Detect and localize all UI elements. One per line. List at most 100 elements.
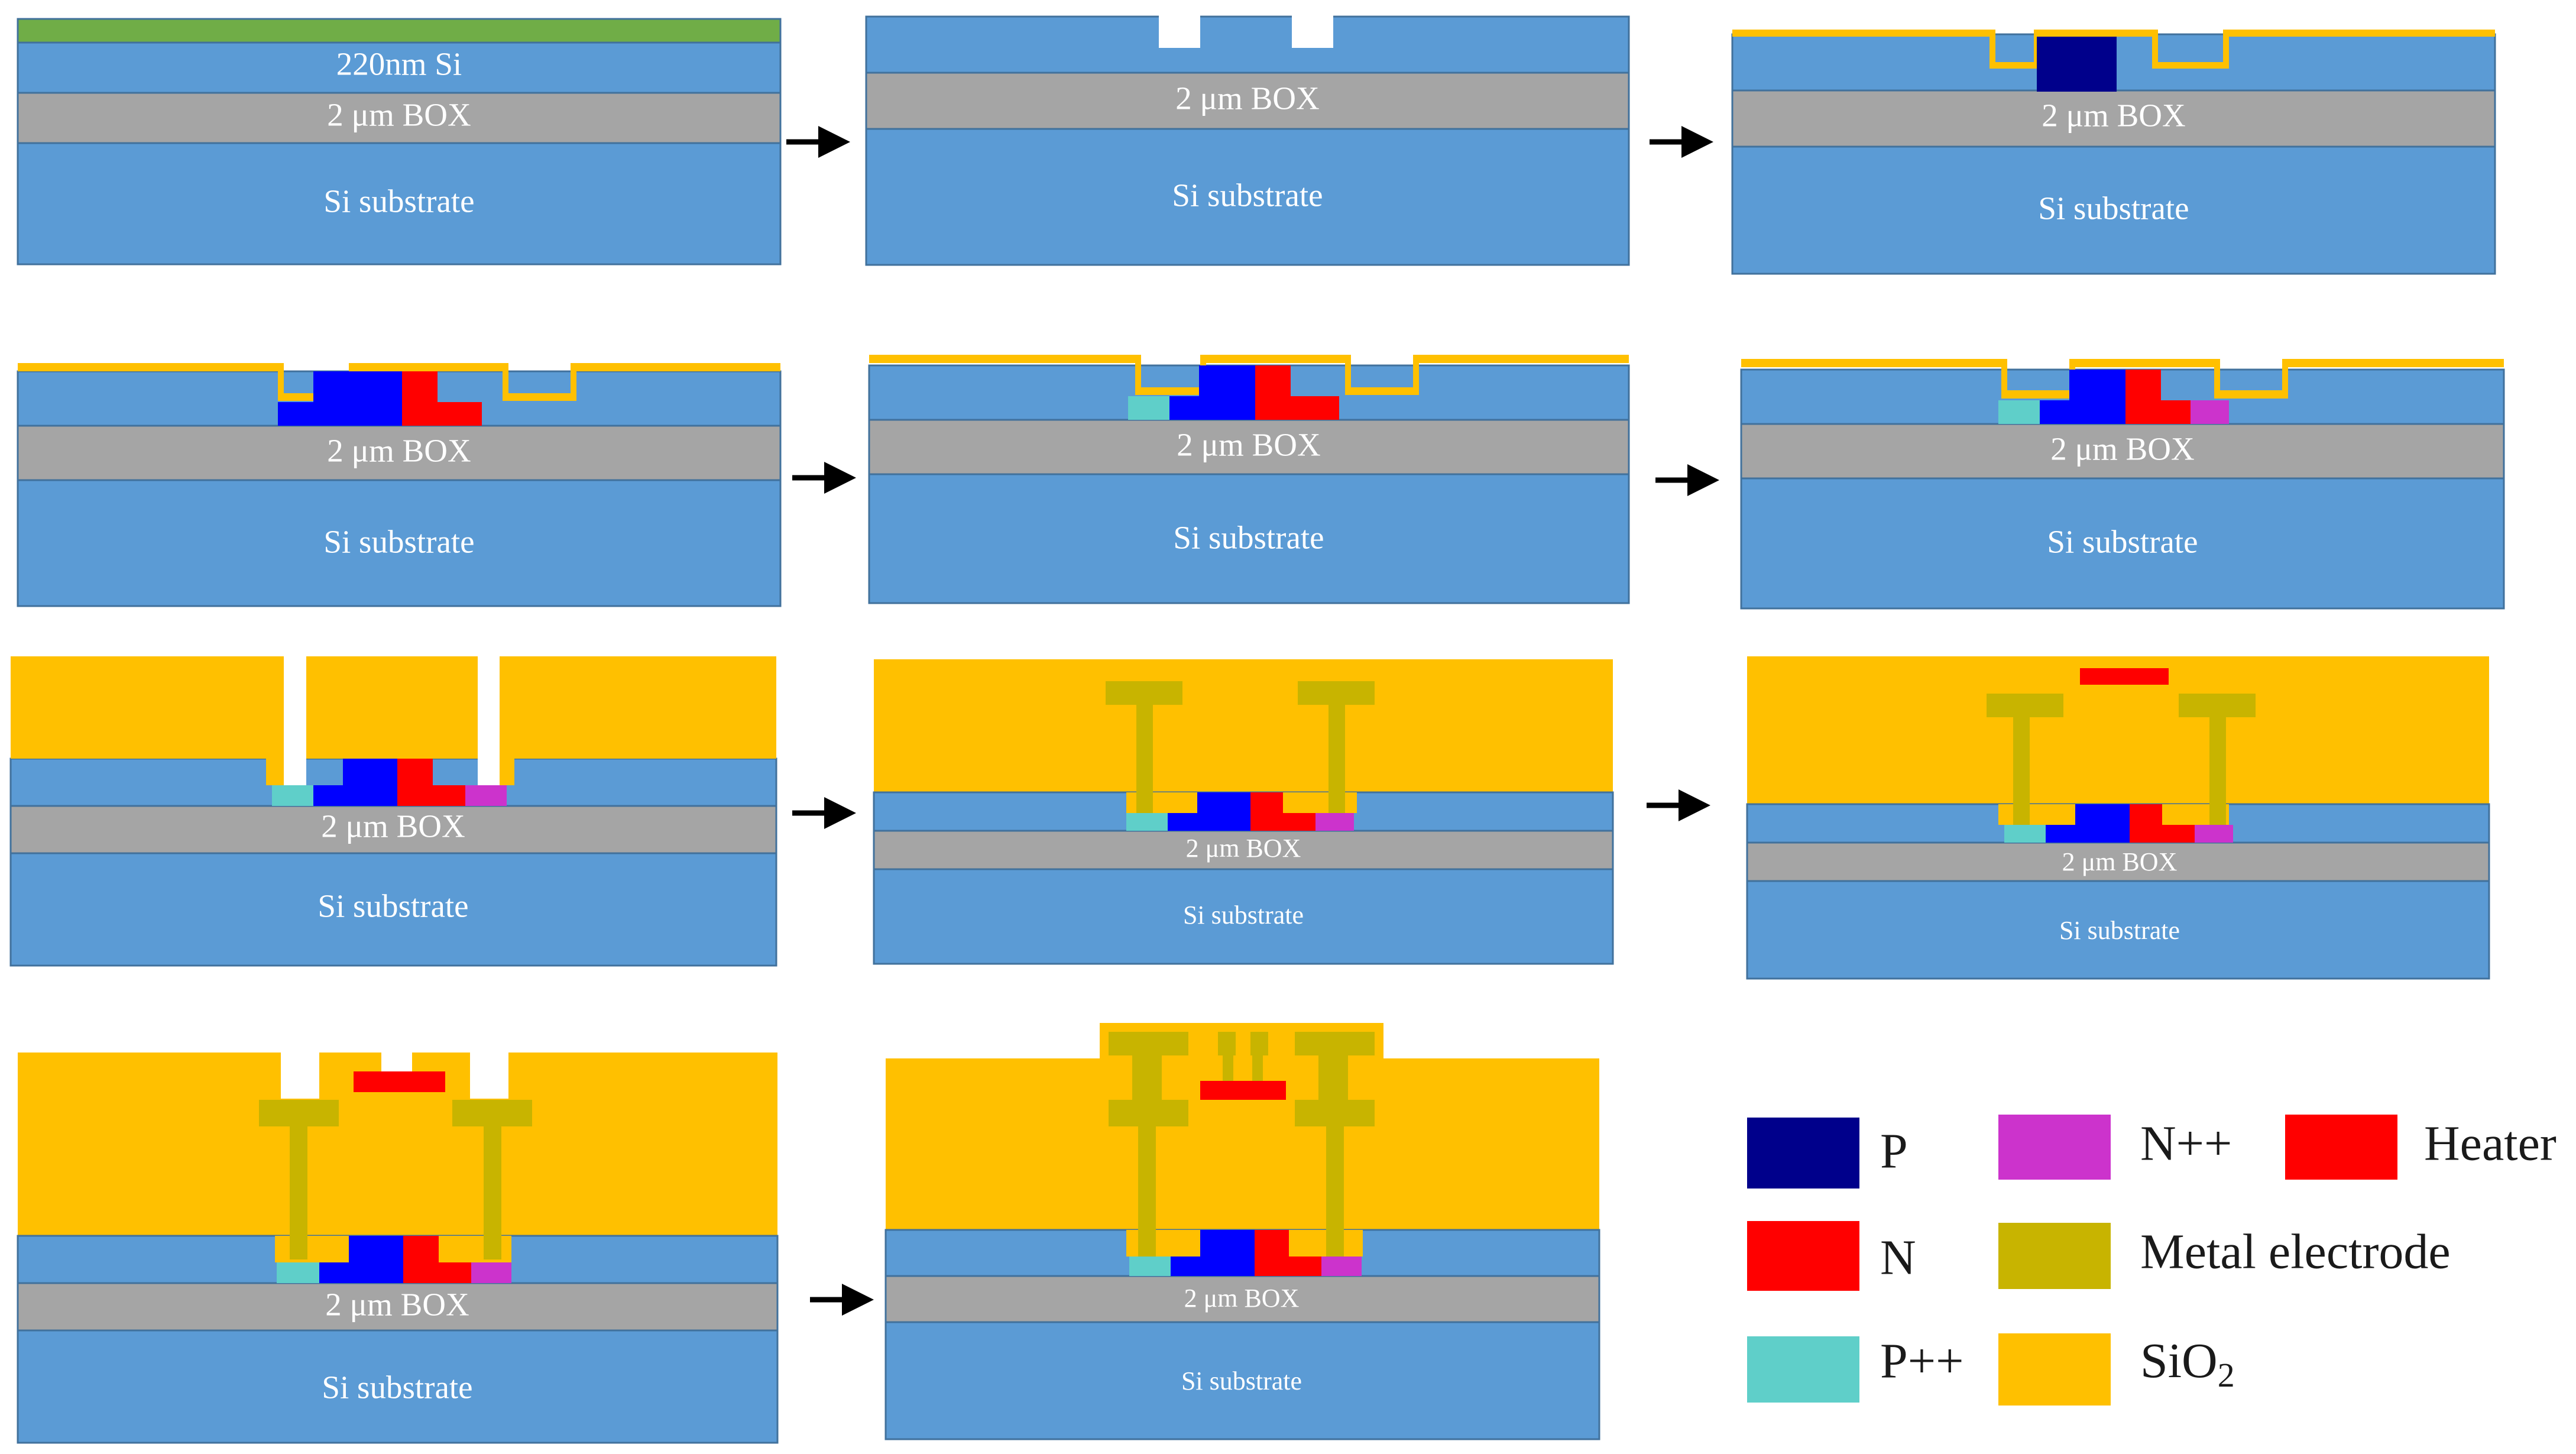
sio2-trench-right — [500, 759, 514, 785]
p-region — [313, 371, 402, 426]
metal-electrode-right-via — [1326, 1126, 1344, 1257]
box-label: 2 μm BOX — [327, 97, 471, 133]
legend-label-p: P — [1880, 1123, 1908, 1178]
pplus-region — [1126, 813, 1168, 831]
metal-pad-left — [1109, 1032, 1188, 1055]
substrate-label: Si substrate — [2059, 916, 2180, 945]
box-layer — [884, 1275, 1600, 1323]
step-1: 220nm Si 2 μm BOX Si substrate — [17, 18, 782, 265]
nplus-region — [465, 785, 507, 806]
box-layer — [9, 805, 777, 854]
metal-electrode-left-via — [1136, 705, 1153, 813]
n-region — [1250, 792, 1283, 831]
legend-swatch-p — [1747, 1118, 1859, 1189]
step-5: 2 μm BOX Si substrate — [868, 355, 1630, 604]
legend-swatch-nplus — [1998, 1115, 2111, 1180]
p-region — [1199, 365, 1255, 420]
p-slab — [1171, 1257, 1200, 1276]
box-label: 2 μm BOX — [2062, 847, 2178, 876]
si-substrate — [17, 142, 782, 265]
etch-trench-left — [1159, 14, 1200, 48]
metal-electrode-left-cap — [259, 1100, 339, 1126]
heater — [1200, 1081, 1286, 1100]
n-slab — [433, 785, 465, 806]
pplus-region — [1128, 396, 1169, 420]
nplus-region — [1315, 813, 1354, 831]
n-region — [397, 759, 433, 806]
substrate-label: Si substrate — [317, 888, 468, 924]
p-region — [1200, 1230, 1255, 1276]
sio2-cladding — [874, 659, 1613, 792]
legend-label-pplus: P++ — [1880, 1333, 1963, 1388]
legend-item-sio2: SiO2 — [1998, 1333, 2235, 1406]
metal-electrode-right-cap — [2179, 694, 2256, 717]
sio2-liner — [18, 363, 780, 401]
sio2-trench-left — [266, 759, 284, 785]
legend-label-nplus: N++ — [2140, 1116, 2232, 1171]
metal-electrode-left-cap — [1106, 681, 1182, 705]
step-11: 2 μm BOX Si substrate — [884, 1023, 1600, 1440]
box-layer — [865, 72, 1630, 130]
n-region — [403, 1236, 439, 1283]
box-label: 2 μm BOX — [327, 433, 471, 469]
substrate-label: Si substrate — [2038, 190, 2189, 226]
substrate-label: Si substrate — [1183, 901, 1304, 930]
n-slab — [2161, 400, 2191, 424]
metal-electrode-right-cap — [452, 1100, 532, 1126]
metal-pad-right — [1295, 1032, 1375, 1055]
step-2: 2 μm BOX Si substrate — [865, 14, 1630, 266]
metal-via-left-upper — [1132, 1055, 1162, 1100]
metal-electrode-right-cap — [1295, 1100, 1375, 1126]
sio2-cladding-left — [11, 656, 284, 759]
si-substrate — [9, 852, 777, 967]
nplus-region — [2195, 825, 2233, 843]
metal-electrode-left-cap — [1109, 1100, 1188, 1126]
substrate-label: Si substrate — [323, 524, 474, 560]
n-slab — [2162, 825, 2195, 843]
n-region — [1255, 365, 1291, 420]
si-device-layer — [865, 15, 1630, 74]
p-slab — [2046, 825, 2075, 843]
sio2-cladding-right — [500, 656, 776, 759]
n-slab — [438, 402, 482, 426]
sio2-cladding-center — [306, 656, 478, 759]
step-8: 2 μm BOX Si substrate — [873, 659, 1614, 965]
metal-electrode-right-via — [484, 1126, 501, 1259]
metal-electrode-left-via — [2013, 717, 2030, 825]
n-slab — [439, 1262, 471, 1283]
p-slab — [278, 402, 313, 426]
legend-item-nplus: N++ — [1998, 1115, 2232, 1180]
p-slab — [1168, 813, 1197, 831]
sio2-cap — [2037, 65, 2060, 71]
metal-pad-center-left — [1218, 1032, 1236, 1055]
metal-electrode-right-cap — [1298, 681, 1375, 705]
pplus-region — [1129, 1257, 1171, 1276]
box-label: 2 μm BOX — [1184, 1284, 1300, 1313]
legend-label-sio2: SiO2 — [2140, 1333, 2235, 1394]
box-layer — [1731, 89, 2496, 148]
via-opening-right — [470, 1053, 508, 1099]
si-top-label: 220nm Si — [336, 46, 462, 82]
via-opening-center — [381, 1053, 412, 1071]
p-region — [2075, 804, 2130, 843]
substrate-label: Si substrate — [1181, 1366, 1302, 1395]
etch-trench-right — [1292, 14, 1333, 48]
legend-label-metal: Metal electrode — [2140, 1224, 2451, 1279]
legend-swatch-heater — [2285, 1115, 2397, 1180]
metal-via-center-right — [1252, 1055, 1263, 1082]
si-substrate — [1746, 880, 2490, 980]
p-slab — [2040, 400, 2069, 424]
substrate-label: Si substrate — [1173, 520, 1324, 556]
photoresist-layer — [17, 18, 782, 44]
metal-electrode-left-via — [1138, 1126, 1156, 1257]
metal-pad-center-right — [1250, 1032, 1268, 1055]
metal-via-center-left — [1223, 1055, 1233, 1082]
box-label: 2 μm BOX — [2042, 98, 2185, 134]
si-substrate — [1731, 145, 2496, 275]
box-label: 2 μm BOX — [1175, 80, 1319, 116]
metal-electrode-right-via — [1328, 705, 1345, 813]
legend-item-heater: Heater — [2285, 1115, 2556, 1180]
box-layer — [17, 92, 782, 144]
step-4: 2 μm BOX Si substrate — [17, 363, 782, 607]
metal-via-right-upper — [1318, 1055, 1348, 1100]
